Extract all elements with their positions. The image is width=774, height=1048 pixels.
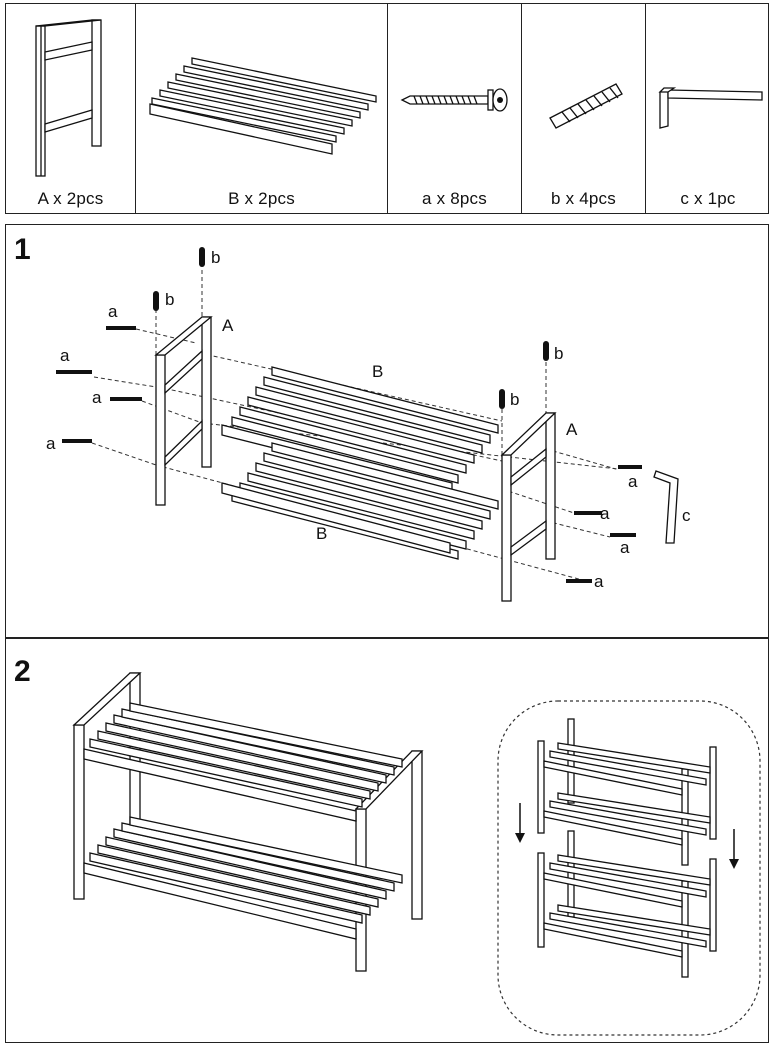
dowel-icon xyxy=(549,83,623,129)
down-arrow-icon-right xyxy=(729,829,739,869)
down-arrow-icon-left xyxy=(515,803,525,843)
stacking-inset xyxy=(497,700,761,1036)
step-1-number: 1 xyxy=(14,233,31,266)
part-A-label: A x 2pcs xyxy=(37,189,104,208)
part-b-cell: b x 4pcs xyxy=(522,4,646,213)
label-a-8: a xyxy=(594,572,604,591)
assembled-upper-shelf xyxy=(83,702,403,822)
label-c: c xyxy=(682,506,691,525)
parts-list-panel: A x 2pcs B x 2pcs a x 8pcs xyxy=(5,3,769,214)
label-b-3: b xyxy=(554,344,564,363)
part-c-label: c x 1pc xyxy=(680,189,736,208)
slat-shelf-icon xyxy=(149,57,377,155)
label-a-5: a xyxy=(628,472,638,491)
part-B-cell: B x 2pcs xyxy=(136,4,388,213)
label-b-4: b xyxy=(510,390,520,409)
step-1-exploded-diagram xyxy=(56,247,679,602)
label-a-2: a xyxy=(60,346,70,365)
part-a-cell: a x 8pcs xyxy=(388,4,522,213)
step-2-number: 2 xyxy=(14,655,31,688)
part-A-cell: A x 2pcs xyxy=(6,4,136,213)
label-A-right: A xyxy=(566,420,578,439)
label-b-2: b xyxy=(165,290,175,309)
part-b-label: b x 4pcs xyxy=(551,189,616,208)
label-A-left: A xyxy=(222,316,234,335)
part-B-label: B x 2pcs xyxy=(228,189,295,208)
label-a-6: a xyxy=(600,504,610,523)
label-b-1: b xyxy=(211,248,221,267)
part-a-label: a x 8pcs xyxy=(422,189,487,208)
label-a-7: a xyxy=(620,538,630,557)
step-2-assembled-rack xyxy=(72,672,761,1036)
part-c-cell: c x 1pc xyxy=(646,4,770,213)
allen-key-icon xyxy=(658,87,763,129)
upper-shelf xyxy=(221,366,499,494)
step-2-panel: 2 xyxy=(5,638,769,1043)
screw-icon xyxy=(400,88,508,112)
label-a-4: a xyxy=(46,434,56,453)
step-1-panel: 1 xyxy=(5,224,769,638)
label-a-3: a xyxy=(92,388,102,407)
assembled-lower-shelf xyxy=(83,816,403,940)
label-B-lower: B xyxy=(316,524,328,543)
label-B-upper: B xyxy=(372,362,384,381)
lower-shelf xyxy=(221,442,499,560)
leg-frame-icon xyxy=(35,19,102,177)
label-a-1: a xyxy=(108,302,118,321)
